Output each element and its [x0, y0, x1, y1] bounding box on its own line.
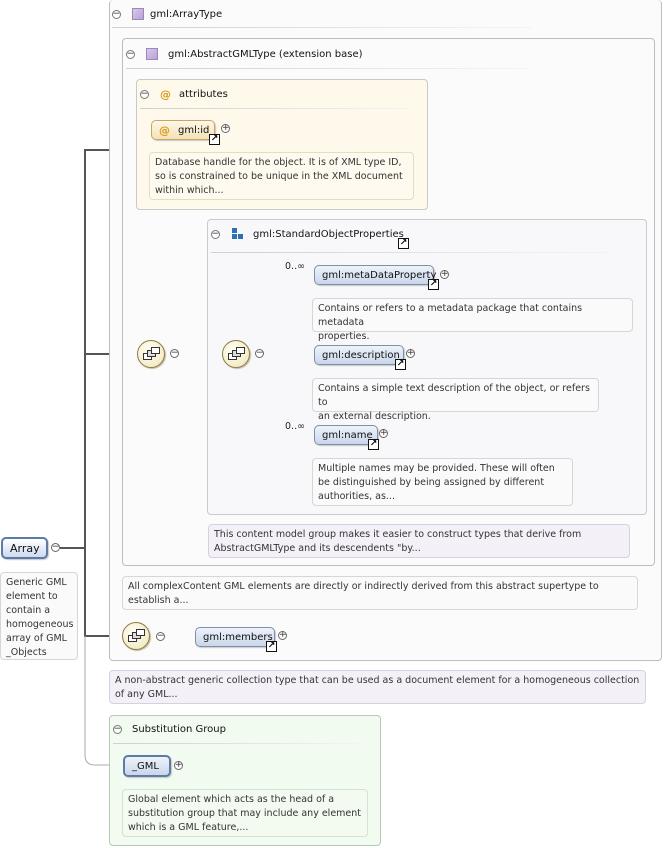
- header-divider: [140, 108, 410, 109]
- description-element[interactable]: gml:description: [314, 345, 404, 365]
- doc-line: homogeneous: [6, 619, 74, 630]
- abstract-gml-type-label: gml:AbstractGMLType (extension base): [168, 48, 363, 60]
- doc-line: authorities, as...: [318, 491, 395, 502]
- doc-line: Contains or refers to a metadata package…: [318, 303, 583, 328]
- complex-type-icon: [132, 8, 144, 20]
- occurrence-label: 0..∞: [285, 421, 305, 432]
- gml-id-documentation: Database handle for the object. It is of…: [149, 152, 414, 200]
- attributes-label: attributes: [179, 89, 228, 100]
- doc-line: A non-abstract generic collection type t…: [115, 675, 640, 686]
- members-element[interactable]: gml:members: [195, 627, 275, 647]
- doc-line: substitution group that may include any …: [128, 808, 362, 819]
- header-divider: [211, 252, 611, 253]
- attribute-icon: @: [159, 123, 170, 137]
- doc-line: within which...: [155, 185, 224, 196]
- standard-object-properties-label: gml:StandardObjectProperties: [253, 228, 404, 240]
- standard-object-properties-documentation: This content model group makes it easier…: [208, 524, 630, 558]
- doc-line: contain a: [6, 605, 51, 616]
- collapse-icon[interactable]: −: [211, 228, 220, 239]
- doc-line: which is a GML feature,...: [128, 822, 249, 833]
- array-type-label: gml:ArrayType: [150, 8, 223, 20]
- substitution-group-label: Substitution Group: [132, 724, 226, 735]
- collapse-icon[interactable]: −: [51, 542, 60, 552]
- name-documentation: Multiple names may be provided. These wi…: [312, 458, 573, 506]
- element-label: Array: [10, 541, 40, 555]
- reference-arrow-icon: ↗: [428, 279, 439, 290]
- gml-id-label: gml:id: [178, 124, 210, 136]
- metadata-property-element[interactable]: gml:metaDataProperty: [314, 265, 437, 285]
- collapse-icon[interactable]: −: [255, 348, 264, 358]
- element-label: gml:metaDataProperty: [322, 269, 437, 281]
- doc-line: of any GML...: [115, 689, 178, 700]
- card-glyph: [236, 347, 245, 354]
- element-label: _GML: [132, 760, 159, 772]
- reference-arrow-icon: ↗: [398, 238, 409, 249]
- reference-arrow-icon: ↗: [395, 359, 406, 370]
- expand-icon[interactable]: +: [379, 428, 388, 438]
- expand-icon[interactable]: +: [406, 348, 415, 358]
- doc-line: All complexContent GML elements are dire…: [128, 581, 599, 592]
- doc-line: AbstractGMLType and its descendents "by.…: [214, 543, 421, 554]
- doc-line: _Objects: [6, 647, 47, 658]
- expand-icon[interactable]: +: [440, 269, 449, 279]
- element-label: gml:description: [322, 349, 400, 361]
- doc-line: Database handle for the object. It is of…: [155, 157, 402, 168]
- array-type-header: − gml:ArrayType: [112, 8, 222, 20]
- reference-arrow-icon: ↗: [266, 641, 277, 652]
- sequence-compositor-icon[interactable]: [222, 340, 250, 368]
- header-divider: [126, 68, 526, 69]
- metadata-property-documentation: Contains or refers to a metadata package…: [312, 298, 633, 342]
- substitution-group-header: − Substitution Group: [113, 724, 226, 735]
- doc-line: This content model group makes it easier…: [214, 529, 582, 540]
- collapse-icon[interactable]: −: [113, 724, 122, 734]
- doc-line: so is constrained to be unique in the XM…: [155, 171, 403, 182]
- doc-line: establish a...: [128, 595, 189, 606]
- card-glyph: [151, 347, 160, 354]
- collapse-icon[interactable]: −: [156, 631, 165, 641]
- doc-line: array of GML: [6, 633, 67, 644]
- header-divider: [113, 743, 363, 744]
- collapse-icon[interactable]: −: [140, 89, 149, 99]
- collapse-icon[interactable]: −: [170, 348, 179, 358]
- card-glyph: [136, 629, 145, 636]
- reference-arrow-icon: ↗: [368, 439, 379, 450]
- array-root-documentation: Generic GML element to contain a homogen…: [0, 572, 78, 660]
- expand-icon[interactable]: +: [174, 760, 183, 770]
- attribute-icon: @: [160, 88, 171, 101]
- sequence-compositor-icon[interactable]: [137, 340, 165, 368]
- group-icon: [232, 228, 244, 240]
- array-root-element[interactable]: Array: [1, 537, 48, 559]
- collapse-icon[interactable]: −: [112, 8, 121, 19]
- abstract-gml-type-header: − gml:AbstractGMLType (extension base): [126, 48, 363, 60]
- sequence-compositor-icon[interactable]: [122, 622, 150, 650]
- substitution-group-documentation: Global element which acts as the head of…: [122, 789, 368, 837]
- doc-line: Generic GML: [6, 577, 67, 588]
- gml-substitution-element[interactable]: _GML: [123, 755, 171, 777]
- doc-line: an external description.: [318, 411, 431, 422]
- array-type-documentation: A non-abstract generic collection type t…: [109, 670, 646, 704]
- doc-line: Global element which acts as the head of…: [128, 794, 335, 805]
- expand-icon[interactable]: +: [221, 123, 230, 133]
- element-label: gml:name: [322, 429, 373, 441]
- doc-line: Contains a simple text description of th…: [318, 383, 590, 408]
- expand-icon[interactable]: +: [278, 630, 287, 640]
- abstract-gml-type-documentation: All complexContent GML elements are dire…: [122, 576, 638, 610]
- header-divider: [112, 27, 532, 28]
- description-documentation: Contains a simple text description of th…: [312, 378, 599, 422]
- reference-arrow-icon: ↗: [209, 134, 220, 145]
- gml-id-attribute[interactable]: @ gml:id: [151, 120, 215, 140]
- doc-line: properties.: [318, 331, 370, 342]
- collapse-icon[interactable]: −: [126, 48, 135, 59]
- complex-type-icon: [146, 48, 158, 60]
- attributes-header: − @ attributes: [140, 88, 228, 101]
- standard-object-properties-header: − gml:StandardObjectProperties: [211, 228, 404, 240]
- element-label: gml:members: [203, 631, 273, 643]
- doc-line: element to: [6, 591, 58, 602]
- doc-line: Multiple names may be provided. These wi…: [318, 463, 555, 474]
- occurrence-label: 0..∞: [285, 261, 305, 272]
- doc-line: be distinguished by being assigned by di…: [318, 477, 545, 488]
- name-element[interactable]: gml:name: [314, 425, 378, 445]
